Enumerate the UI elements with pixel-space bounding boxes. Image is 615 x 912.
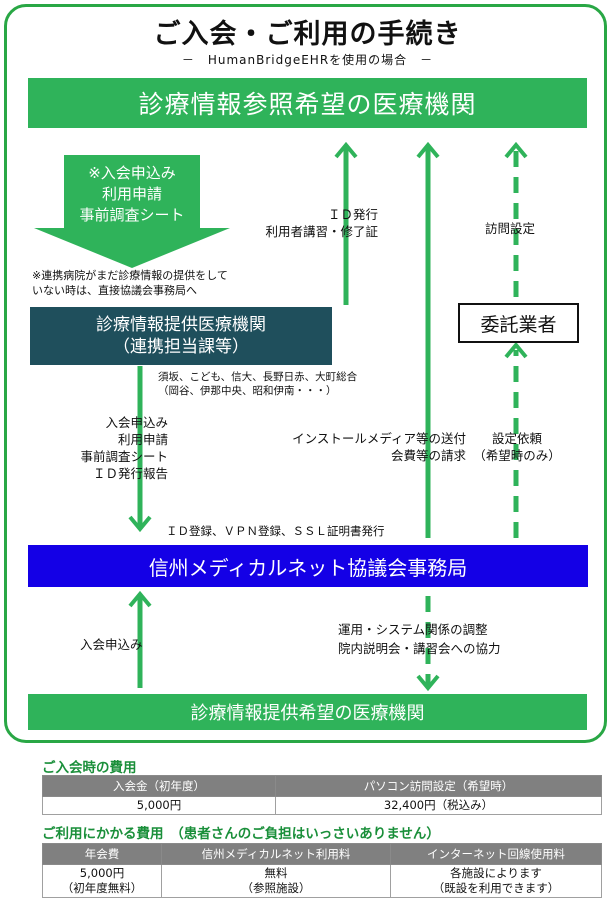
cell-line: 各施設によります (450, 866, 542, 880)
cell-line: 5,000円 (79, 866, 125, 880)
provider-hope-institution-banner: 診療情報提供希望の医療機関 (28, 694, 587, 730)
application-docs-line: 事前調査シート (79, 206, 185, 224)
referral-institution-banner: 診療情報参照希望の医療機関 (28, 78, 587, 128)
table-row: 5,000円 （初年度無料） 無料 （参照施設） 各施設によります （既設を利用… (42, 864, 602, 898)
table-cell: 32,400円（税込み） (275, 796, 602, 815)
hospitals-line: （岡谷、伊那中央、昭和伊南・・・） (158, 385, 337, 397)
coordination-line: 運用・システム関係の調整 (338, 622, 488, 637)
provider-to-secretariat-label: 入会申込み 利用申請 事前調査シート ＩＤ発行報告 (20, 414, 168, 482)
table-cell: 5,000円 （初年度無料） (42, 864, 162, 898)
setup-request-line: （希望時のみ） (473, 448, 561, 463)
contractor-box: 委託業者 (458, 303, 579, 343)
table-cell: 無料 （参照施設） (161, 864, 391, 898)
cell-line: （初年度無料） (61, 881, 143, 895)
setup-request-line: 設定依頼 (491, 431, 542, 446)
join-request-label: 入会申込み (80, 637, 143, 652)
application-down-arrow (34, 155, 230, 268)
provider-to-secretariat-line: 利用申請 (117, 432, 168, 447)
table-header-row: 年会費 信州メディカルネット利用料 インターネット回線使用料 (42, 843, 602, 865)
install-media-label: インストールメディア等の送付 会費等の請求 (232, 430, 466, 464)
direct-contact-note: ※連携病院がまだ診療情報の提供をして いない時は、直接協議会事務局へ (32, 268, 228, 298)
table-cell: 5,000円 (42, 796, 276, 815)
application-docs-line: ※入会申込み (88, 164, 176, 182)
flow-frame (4, 4, 607, 743)
install-media-line: インストールメディア等の送付 (292, 431, 466, 446)
table-header-row: 入会金（初年度） パソコン訪問設定（希望時） (42, 775, 602, 797)
join-fees-table: 入会金（初年度） パソコン訪問設定（希望時） 5,000円 32,400円（税込… (42, 775, 602, 815)
table-header: 入会金（初年度） (42, 775, 276, 797)
id-issue-line: ＩＤ発行 (327, 207, 378, 222)
table-header: インターネット回線使用料 (390, 843, 602, 865)
provider-institution-sub: （連携担当課等） (113, 337, 249, 357)
secretariat-banner: 信州メディカルネット協議会事務局 (28, 545, 588, 587)
visit-setup-label: 訪問設定 (485, 221, 536, 236)
cell-line: 無料 (264, 866, 288, 880)
note-line: いない時は、直接協議会事務局へ (32, 284, 197, 297)
table-row: 5,000円 32,400円（税込み） (42, 796, 602, 815)
note-line: ※連携病院がまだ診療情報の提供をして (32, 269, 228, 282)
coordination-label: 運用・システム関係の調整 院内説明会・講習会への協力 (338, 620, 501, 658)
setup-request-label: 設定依頼 （希望時のみ） (466, 430, 568, 464)
table-header: パソコン訪問設定（希望時） (275, 775, 602, 797)
use-fees-table: 年会費 信州メディカルネット利用料 インターネット回線使用料 5,000円 （初… (42, 843, 602, 898)
table-cell: 各施設によります （既設を利用できます） (390, 864, 602, 898)
install-media-line: 会費等の請求 (390, 448, 466, 463)
id-issue-line: 利用者講習・修了証 (265, 224, 378, 239)
cell-line: （既設を利用できます） (432, 881, 560, 895)
cell-line: （参照施設） (241, 881, 311, 895)
provider-to-secretariat-line: ＩＤ発行報告 (92, 466, 168, 481)
join-fees-heading: ご入会時の費用 (42, 760, 137, 776)
provider-institution-banner: 診療情報提供医療機関 （連携担当課等） (30, 307, 332, 365)
table-header: 信州メディカルネット利用料 (161, 843, 391, 865)
provider-institution-name: 診療情報提供医療機関 (96, 315, 266, 335)
coordination-line: 院内説明会・講習会への協力 (338, 641, 501, 656)
registration-label: ＩＤ登録、ＶＰＮ登録、ＳＳＬ証明書発行 (166, 524, 385, 538)
provider-to-secretariat-line: 事前調査シート (80, 449, 168, 464)
use-fees-heading: ご利用にかかる費用 （患者さんのご負担はいっさいありません） (42, 826, 440, 842)
id-issue-label: ＩＤ発行 利用者講習・修了証 (200, 206, 378, 240)
hospitals-label: 須坂、こども、信大、長野日赤、大町総合 （岡谷、伊那中央、昭和伊南・・・） (158, 370, 357, 398)
page-subtitle: － HumanBridgeEHRを使用の場合 － (181, 53, 434, 67)
provider-to-secretariat-line: 入会申込み (105, 415, 168, 430)
hospitals-line: 須坂、こども、信大、長野日赤、大町総合 (158, 371, 358, 383)
page-title: ご入会・ご利用の手続き (153, 19, 462, 50)
table-header: 年会費 (42, 843, 162, 865)
application-docs-label: ※入会申込み 利用申請 事前調査シート (64, 163, 200, 226)
application-docs-line: 利用申請 (101, 185, 162, 203)
